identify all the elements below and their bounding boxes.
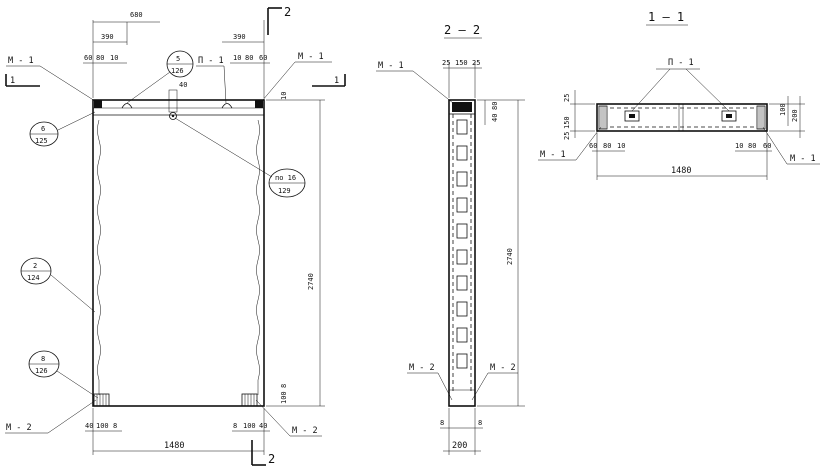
dim-left-part-2: 80 bbox=[96, 54, 104, 62]
section-1-1-title: 1 — 1 bbox=[648, 10, 684, 24]
s11-dim-width: 1480 bbox=[671, 166, 691, 176]
pin-hole bbox=[169, 112, 177, 120]
s22-dim-height: 2740 bbox=[506, 248, 514, 265]
svg-text:8: 8 bbox=[41, 355, 45, 363]
section-2-2-top-plate bbox=[452, 102, 472, 112]
section-2-2: 2 — 2 25 150 25 М - 1 bbox=[376, 23, 525, 455]
dim-left-part-1: 60 bbox=[84, 54, 92, 62]
section-mark-1-left: 1 bbox=[5, 74, 40, 87]
top-hole bbox=[168, 89, 178, 113]
svg-text:2: 2 bbox=[268, 452, 275, 466]
dim-left-part-3: 10 bbox=[110, 54, 118, 62]
s22-dim-bottom-right: 8 bbox=[478, 419, 482, 427]
section-mark-2-bottom: 2 bbox=[251, 440, 275, 466]
embed-plate-m2-right bbox=[241, 393, 258, 407]
dim-hole: 40 bbox=[179, 81, 187, 89]
label-m2-left: М - 2 bbox=[6, 423, 32, 433]
right-inner-edge bbox=[256, 119, 260, 395]
s11-dim-left-3: 25 bbox=[563, 132, 571, 140]
callout-6-125: 6 125 bbox=[29, 111, 96, 147]
svg-text:126: 126 bbox=[171, 67, 184, 75]
s11-label-m1-left: М - 1 bbox=[540, 150, 566, 160]
section-mark-1-right: 1 bbox=[312, 74, 346, 87]
s22-dim-right-1: 40 bbox=[491, 114, 499, 122]
svg-text:129: 129 bbox=[278, 187, 291, 195]
callout-2-124: 2 124 bbox=[20, 257, 96, 313]
dim-top-band: 10 bbox=[280, 92, 288, 100]
s22-dim-top-1: 25 bbox=[442, 59, 450, 67]
svg-text:126: 126 bbox=[35, 367, 48, 375]
s22-label-m1: М - 1 bbox=[378, 61, 404, 71]
s22-dim-top-2: 150 bbox=[455, 59, 468, 67]
s11-dim-left-part-1: 60 bbox=[589, 142, 597, 150]
s22-label-m2-right: М - 2 bbox=[490, 363, 516, 373]
label-p1: П - 1 bbox=[198, 56, 224, 66]
dim-right-part-2: 80 bbox=[245, 54, 253, 62]
section-2-2-openings bbox=[456, 119, 468, 369]
section-1-1-outline bbox=[596, 103, 768, 132]
s22-dim-bottom-width: 200 bbox=[452, 441, 467, 451]
section-mark-2-top: 2 bbox=[267, 5, 291, 35]
svg-text:2: 2 bbox=[33, 262, 37, 270]
dim-bottom-width: 1480 bbox=[164, 441, 184, 451]
svg-text:по 16: по 16 bbox=[275, 174, 296, 182]
s11-dim-left-part-2: 80 bbox=[603, 142, 611, 150]
svg-text:1: 1 bbox=[10, 76, 15, 86]
s11-dim-left-part-3: 10 bbox=[617, 142, 625, 150]
label-m2-right: М - 2 bbox=[292, 426, 318, 436]
panel-outline bbox=[92, 99, 265, 407]
embed-plate-m1-right bbox=[255, 100, 263, 108]
s11-dim-left-2: 150 bbox=[563, 116, 571, 129]
embed-plate-m2-left bbox=[93, 393, 110, 407]
dim-right-part-3: 60 bbox=[259, 54, 267, 62]
s11-dim-left-1: 25 bbox=[563, 94, 571, 102]
dim-right-part-1: 10 bbox=[233, 54, 241, 62]
s22-dim-bottom-left: 8 bbox=[440, 419, 444, 427]
dim-bottom-left-1: 40 bbox=[85, 422, 93, 430]
svg-text:124: 124 bbox=[27, 274, 40, 282]
s11-dim-right-part-2: 80 bbox=[748, 142, 756, 150]
callout-16-129: по 16 129 bbox=[174, 117, 306, 198]
dim-top-width: 680 bbox=[130, 11, 143, 19]
dim-bottom-band-1: 100 bbox=[280, 391, 288, 404]
svg-text:2: 2 bbox=[284, 5, 291, 19]
dim-bottom-band-2: 8 bbox=[280, 384, 288, 388]
front-view: 680 390 390 60 80 10 10 80 60 40 10 2740… bbox=[5, 5, 346, 466]
s22-dim-right-2: 80 bbox=[491, 102, 499, 110]
dim-left-offset: 390 bbox=[101, 33, 114, 41]
label-m1-right: М - 1 bbox=[298, 52, 324, 62]
s22-label-m2-left: М - 2 bbox=[409, 363, 435, 373]
svg-text:5: 5 bbox=[176, 55, 180, 63]
dim-bottom-right-1: 8 bbox=[233, 422, 237, 430]
dim-bottom-right-2: 100 bbox=[243, 422, 256, 430]
dim-right-offset: 390 bbox=[233, 33, 246, 41]
s11-dim-right-part-1: 10 bbox=[735, 142, 743, 150]
callout-8-126: 8 126 bbox=[28, 350, 99, 399]
s11-dim-right-part-3: 60 bbox=[763, 142, 771, 150]
s22-dim-top-3: 25 bbox=[472, 59, 480, 67]
dim-bottom-right-3: 40 bbox=[259, 422, 267, 430]
s11-label-m1-right: М - 1 bbox=[790, 154, 816, 164]
s11-dim-right-1: 100 bbox=[779, 103, 787, 116]
s11-dim-right-2: 200 bbox=[791, 109, 799, 122]
dim-bottom-left-3: 8 bbox=[113, 422, 117, 430]
lifting-loop-right bbox=[221, 103, 233, 109]
callout-5-126: 5 126 bbox=[126, 50, 194, 104]
left-inner-edge bbox=[97, 119, 101, 395]
dim-height: 2740 bbox=[307, 273, 315, 290]
svg-text:6: 6 bbox=[41, 125, 45, 133]
svg-text:125: 125 bbox=[35, 137, 48, 145]
section-1-1: 1 — 1 П - 1 25 150 25 bbox=[538, 10, 820, 180]
svg-text:1: 1 bbox=[334, 76, 339, 86]
embed-plate-m1-left bbox=[94, 100, 102, 108]
s11-label-p1: П - 1 bbox=[668, 58, 694, 68]
dim-bottom-left-2: 100 bbox=[96, 422, 109, 430]
lifting-loop-left bbox=[121, 103, 133, 109]
section-2-2-title: 2 — 2 bbox=[444, 23, 480, 37]
label-m1-left: М - 1 bbox=[8, 56, 34, 66]
